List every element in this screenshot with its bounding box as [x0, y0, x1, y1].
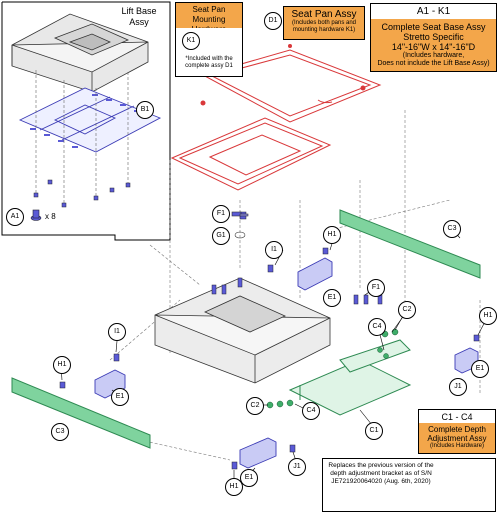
callout-g1: G1	[212, 227, 230, 245]
a1-quantity: x 8	[45, 212, 56, 221]
lift-base-label: Lift Base Assy	[121, 6, 157, 27]
seat-pan-assy-title: Seat Pan Assy	[291, 9, 357, 20]
mounting-hardware-title: Seat Pan Mounting Hardware	[175, 2, 243, 34]
callout-c1: C1	[365, 422, 383, 440]
depth-rail-left	[11, 377, 151, 449]
seat-pan-assy-box: Seat Pan Assy (Includes both pans and mo…	[283, 6, 365, 40]
complete-seat-base-size: 14"-16"W x 14"-16"D	[391, 42, 476, 52]
callout-j1-right: J1	[449, 378, 467, 396]
callout-k1: K1	[182, 32, 200, 50]
depth-adjustment-box: Complete Depth Adjustment Assy (Includes…	[418, 423, 496, 454]
callout-a1: A1	[6, 208, 24, 226]
complete-seat-base-note1: (Includes hardware,	[402, 52, 465, 59]
callout-h1-top: H1	[323, 226, 341, 244]
callout-f1-top: F1	[212, 205, 230, 223]
central-lift-base	[154, 277, 331, 384]
callout-c4-left: C4	[302, 402, 320, 420]
depth-bracket	[288, 339, 412, 416]
replaces-note-box: Replaces the previous version of the dep…	[322, 458, 496, 512]
complete-seat-base-box: Complete Seat Base Assy Stretto Specific…	[370, 19, 497, 72]
callout-h1-right: H1	[479, 307, 497, 325]
callout-i1-top: I1	[265, 241, 283, 259]
callout-f1-right: F1	[367, 279, 385, 297]
depth-adjustment-title: Complete Depth Adjustment Assy	[427, 425, 487, 443]
replaces-note: Replaces the previous version of the dep…	[328, 462, 434, 485]
callout-h1-left: H1	[53, 356, 71, 374]
a1-bolt-icon	[30, 209, 42, 221]
callout-e1-left: E1	[111, 388, 129, 406]
mounting-hardware-note: *Included with the complete assy D1	[185, 56, 233, 69]
callout-h1-bottom: H1	[225, 478, 243, 496]
callout-e1-top: E1	[323, 289, 341, 307]
seat-pan-upper	[201, 49, 382, 123]
callout-c2-left: C2	[246, 397, 264, 415]
range-a1-k1: A1 - K1	[416, 6, 451, 17]
range-c1-c4: C1 - C4	[441, 412, 473, 422]
callout-b1: B1	[136, 101, 154, 119]
callout-c2-right: C2	[398, 301, 416, 319]
callout-e1-right: E1	[471, 360, 489, 378]
callout-d1: D1	[264, 12, 282, 30]
f1-screw-icon	[231, 211, 249, 217]
depth-rail-right	[339, 209, 481, 279]
g1-washer-icon	[234, 231, 246, 239]
lift-base-assy-drawing	[11, 13, 149, 93]
complete-seat-base-title: Complete Seat Base Assy Stretto Specific	[381, 22, 486, 42]
seat-pan-assy-sub: (Includes both pans and mounting hardwar…	[291, 20, 357, 33]
seat-pan-lower	[170, 117, 332, 191]
complete-seat-base-note2: Does not include the Lift Base Assy)	[377, 60, 490, 67]
lift-base-inset-frame	[1, 1, 171, 241]
callout-c4-right: C4	[368, 318, 386, 336]
callout-c3-right: C3	[443, 220, 461, 238]
green-hardware	[266, 328, 399, 409]
lift-plate-drawing	[18, 87, 162, 153]
callout-i1-left: I1	[108, 323, 126, 341]
depth-adjustment-note: (Includes Hardware)	[429, 443, 485, 449]
callout-e1-bottom: E1	[240, 469, 258, 487]
callout-c3-left: C3	[51, 423, 69, 441]
inset-screws	[33, 179, 131, 208]
callout-j1-bottom: J1	[288, 458, 306, 476]
